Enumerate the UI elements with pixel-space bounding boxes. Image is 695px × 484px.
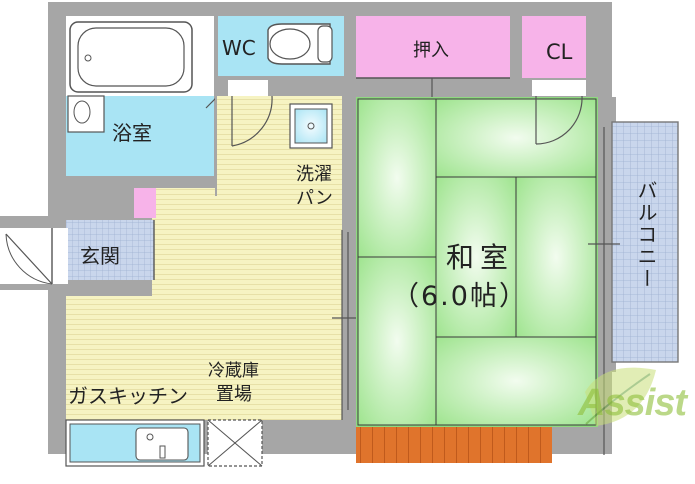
door-swings — [228, 80, 586, 420]
fridge-place-label: 置場 — [216, 384, 252, 405]
closet-cl — [522, 16, 586, 78]
fridge-space — [207, 419, 263, 467]
assist-watermark: Assist — [578, 382, 687, 424]
tatami-room — [356, 97, 598, 427]
japanese-room-size-label: （6.0帖） — [392, 281, 528, 312]
japanese-room-label: 和室 — [446, 241, 515, 274]
oshiire-label: 押入 — [413, 40, 449, 61]
entrance-floor — [66, 220, 154, 280]
kitchen-flooring — [66, 96, 368, 420]
closet-oshiire — [356, 16, 510, 78]
bathroom — [66, 16, 217, 176]
kitchen-counter — [65, 419, 205, 467]
bathroom-label: 浴室 — [112, 121, 152, 145]
washer-label: 洗濯 — [296, 164, 332, 185]
wc-room — [218, 16, 344, 96]
wc-label: WC — [222, 36, 256, 60]
washer-pan-label: パン — [296, 188, 333, 209]
entrance-door — [0, 228, 68, 285]
entrance-label: 玄関 — [80, 244, 120, 268]
veranda-deck — [356, 427, 552, 463]
balcony — [588, 121, 679, 363]
shoe-box — [134, 188, 156, 218]
balcony-label: バルコニー — [634, 180, 658, 290]
assist-watermark-logo — [585, 367, 656, 426]
kitchen-label: ガスキッチン — [68, 384, 188, 408]
fridge-label: 冷蔵庫 — [208, 361, 259, 381]
sink — [135, 427, 189, 461]
cl-label: CL — [546, 40, 573, 64]
